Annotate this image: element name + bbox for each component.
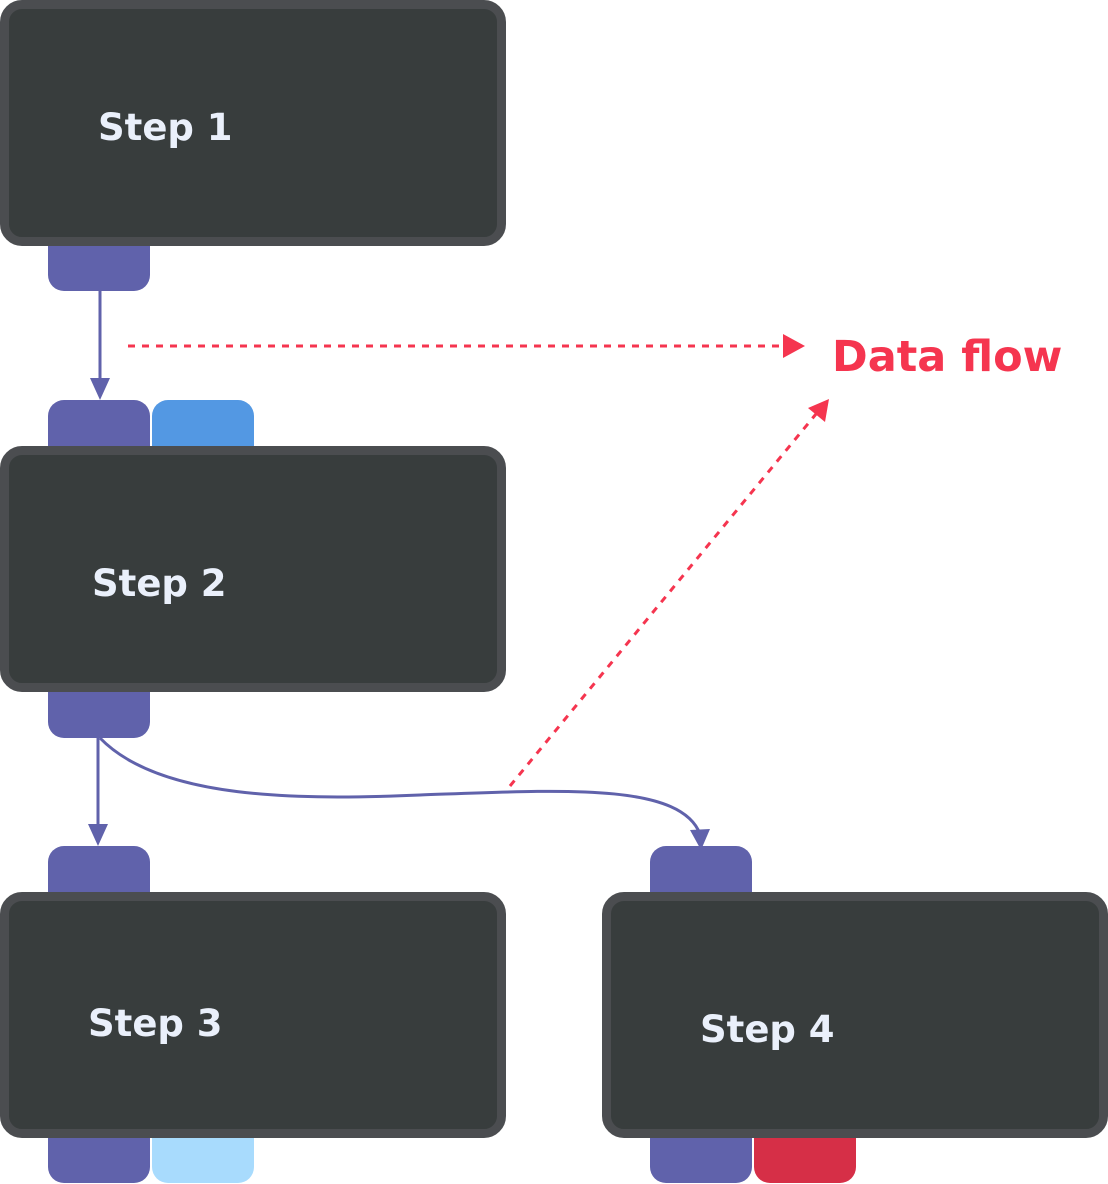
- arrowhead-icon: [808, 399, 829, 422]
- step-4-output-port[interactable]: [650, 1135, 752, 1183]
- step-3-secondary-output-port[interactable]: [152, 1135, 254, 1183]
- step-2-output-port[interactable]: [48, 690, 150, 738]
- step-4-node[interactable]: Step 4: [602, 892, 1108, 1138]
- edge-step-1-to-step-2: [90, 291, 110, 400]
- data-flow-arrow-horizontal: [128, 334, 805, 358]
- arrowhead-icon: [90, 378, 110, 400]
- step-1-node[interactable]: Step 1: [0, 0, 506, 246]
- step-2-node[interactable]: Step 2: [0, 446, 506, 692]
- step-4-error-output-port[interactable]: [754, 1135, 856, 1183]
- edge-step-2-to-step-3: [88, 738, 108, 846]
- edge-step-2-to-step-4: [98, 736, 710, 850]
- data-flow-arrow-diagonal: [508, 399, 829, 787]
- arrowhead-icon: [88, 824, 108, 846]
- step-2-input-port[interactable]: [48, 400, 150, 448]
- step-2-secondary-input-port[interactable]: [152, 400, 254, 448]
- step-3-output-port[interactable]: [48, 1135, 150, 1183]
- data-flow-label: Data flow: [832, 332, 1063, 382]
- arrowhead-icon: [690, 829, 710, 850]
- step-2-label: Step 2: [92, 562, 227, 605]
- step-1-output-port[interactable]: [48, 243, 150, 291]
- step-3-label: Step 3: [88, 1002, 223, 1045]
- step-1-label: Step 1: [98, 106, 233, 149]
- step-3-input-port[interactable]: [48, 846, 150, 894]
- step-4-label: Step 4: [700, 1008, 835, 1051]
- arrowhead-icon: [783, 334, 805, 358]
- step-3-node[interactable]: Step 3: [0, 892, 506, 1138]
- step-4-input-port[interactable]: [650, 846, 752, 894]
